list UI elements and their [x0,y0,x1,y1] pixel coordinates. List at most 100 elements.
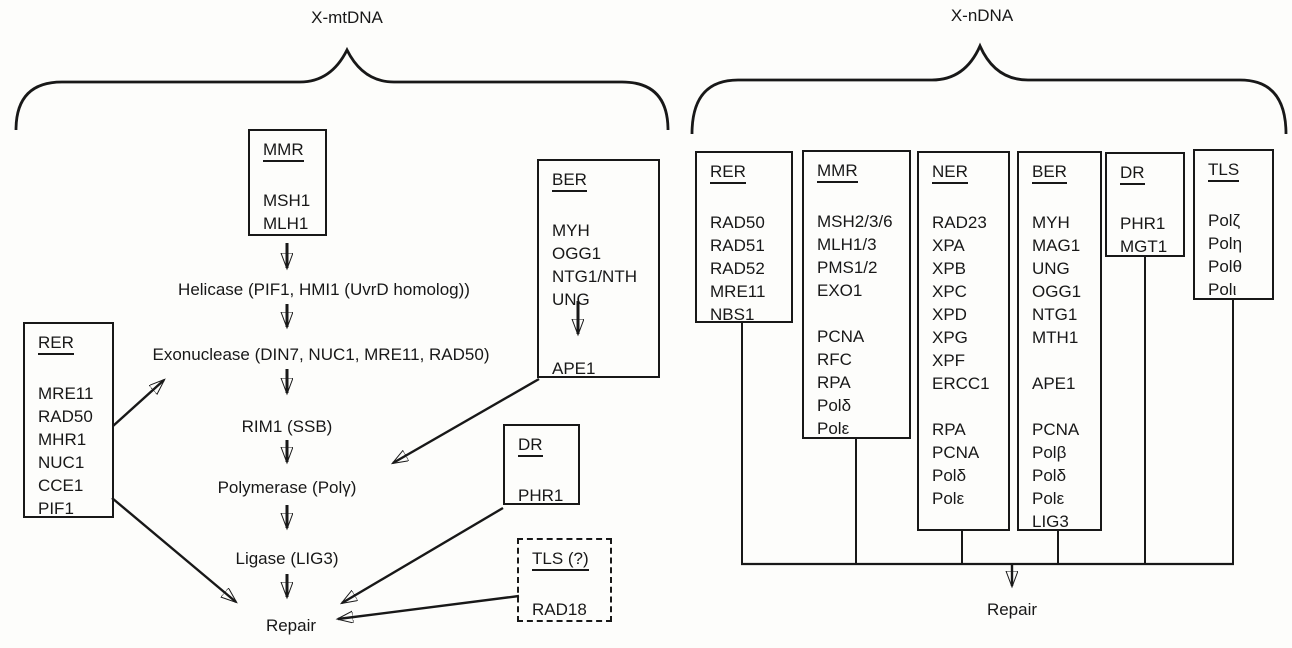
ndna-brace [690,42,1288,135]
box-label: BER [552,170,645,192]
box-item: MHR1 [38,430,87,449]
box-item: Polε [1032,489,1065,508]
box-item: MYH [1032,213,1070,232]
mtdna-dr-box: DR PHR1 [503,424,580,505]
arrow-tls-to-repair [338,594,520,619]
box-item: CCE1 [38,476,84,495]
box-item: MLH1 [263,214,309,233]
step-polymerase: Polymerase (Polγ) [217,478,357,497]
mtdna-tls-box: TLS (?) RAD18 [517,538,612,622]
box-item: PHR1 [518,486,564,505]
box-label: NER [932,162,995,184]
box-item: UNG [1032,259,1070,278]
box-item: XPC [932,282,967,301]
box-item: XPB [932,259,967,278]
mtdna-repair-label: Repair [265,616,317,635]
box-item: Polε [817,419,850,438]
step-helicase: Helicase (PIF1, HMI1 (UvrD homolog)) [178,280,470,299]
box-label: BER [1032,162,1087,184]
box-item: XPG [932,328,968,347]
box-item: MAG1 [1032,236,1081,255]
mtdna-brace [14,46,670,131]
box-item-blank [552,334,652,357]
box-item: RAD23 [932,213,987,232]
box-item-blank [932,395,1002,418]
box-label: DR [1120,163,1170,185]
box-item: PCNA [932,443,980,462]
box-item: RPA [817,373,851,392]
box-item: EXO1 [817,281,863,300]
box-item: Polδ [817,396,852,415]
box-item: PHR1 [1120,214,1166,233]
box-item: Polδ [1032,466,1067,485]
box-item: APE1 [1032,374,1076,393]
box-item: Polε [932,489,965,508]
step-exonuclease: Exonuclease (DIN7, NUC1, MRE11, RAD50) [152,345,490,364]
box-label: DR [518,435,565,457]
arrow-rer-to-repair [111,497,236,602]
box-item: RAD52 [710,259,765,278]
arrow-dr-to-repair [342,506,504,603]
box-item-blank [1032,395,1094,418]
box-label: TLS (?) [532,549,597,571]
box-item: RAD50 [710,213,765,232]
box-item: NBS1 [710,305,755,324]
box-item: Polζ [1208,211,1241,230]
ndna-title: X-nDNA [950,6,1014,25]
box-item: MRE11 [38,384,94,403]
box-label: RER [38,333,99,355]
mtdna-title: X-mtDNA [311,8,383,27]
box-item: RAD50 [38,407,93,426]
step-rim1-ssb: RIM1 (SSB) [241,417,333,436]
box-item: MLH1/3 [817,235,877,254]
box-item: MSH1 [263,191,311,210]
box-item-blank [552,311,652,334]
box-item-blank [817,302,903,325]
box-item: OGG1 [552,244,602,263]
box-item: RAD51 [710,236,765,255]
box-item: MSH2/3/6 [817,212,893,231]
box-item: MTH1 [1032,328,1079,347]
box-item: ERCC1 [932,374,990,393]
box-item: APE1 [552,359,596,378]
box-item: MGT1 [1120,237,1168,256]
box-item: NTG1 [1032,305,1078,324]
box-items: PHR1 [518,484,572,507]
step-ligase: Ligase (LIG3) [235,549,339,568]
box-item: Polη [1208,234,1243,253]
box-label: MMR [817,161,896,183]
box-item: OGG1 [1032,282,1082,301]
box-item: XPA [932,236,965,255]
box-item: PMS1/2 [817,258,878,277]
box-item: Polθ [1208,257,1243,276]
box-item: PIF1 [38,499,74,518]
box-item: RPA [932,420,966,439]
box-item: RFC [817,350,852,369]
box-items: RAD18 [532,598,604,621]
box-label: RER [710,162,778,184]
box-item: PCNA [1032,420,1080,439]
box-item: NUC1 [38,453,85,472]
box-item: NTG1/NTH [552,267,637,286]
box-item: Polι [1208,280,1237,299]
box-item: Polδ [932,466,967,485]
box-item: Polβ [1032,443,1067,462]
box-label: MMR [263,140,312,162]
ndna-repair-label: Repair [986,600,1038,619]
